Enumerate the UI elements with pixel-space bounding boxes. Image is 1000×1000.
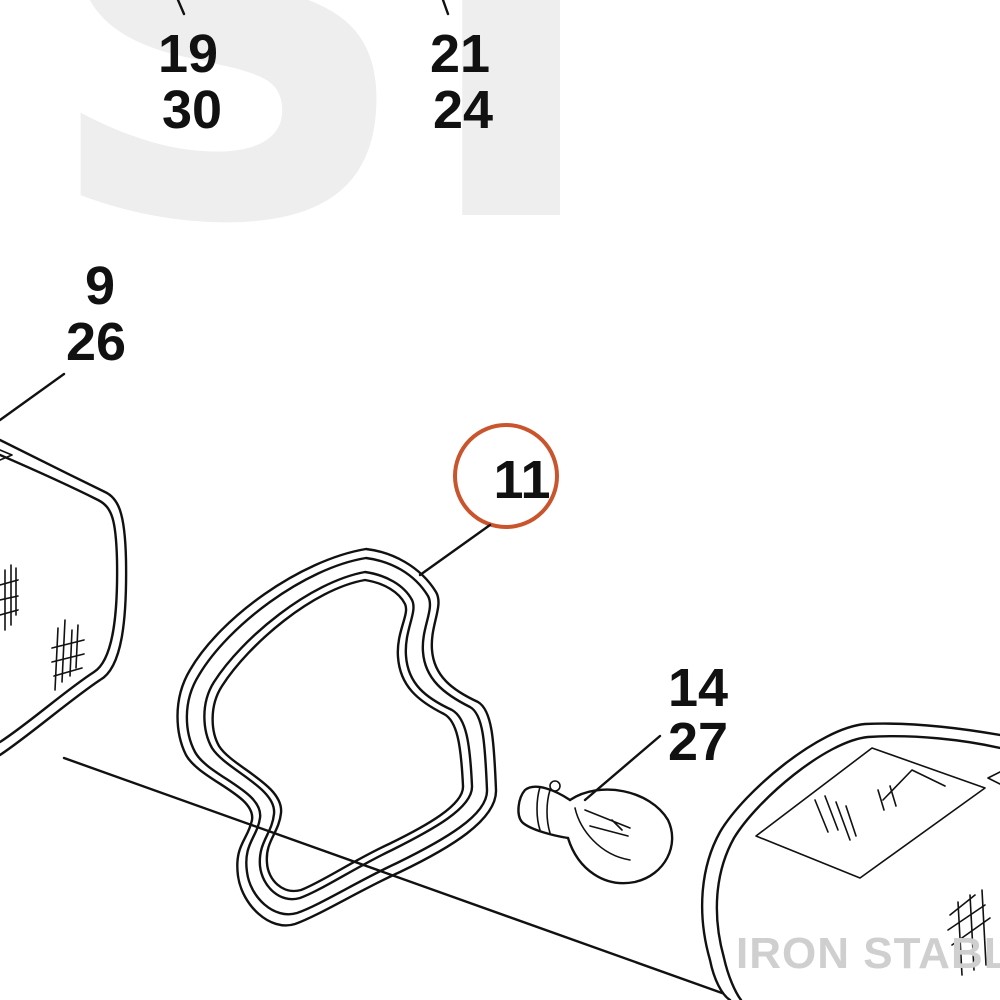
callout-27: 27 [668,712,728,772]
brand-watermark: IRON STABLE [736,929,1000,978]
leader-line-9 [0,372,66,422]
callout-11: 11 [493,450,550,510]
leader-line-11 [418,523,492,577]
callout-30: 30 [162,80,222,140]
left-lens-housing [0,438,128,757]
background-watermark: SI [40,0,608,338]
left-lens-hatching [0,564,85,691]
callout-14: 14 [668,658,728,718]
lens-gasket [176,547,498,927]
callout-24: 24 [433,80,493,140]
callout-9: 9 [85,256,115,316]
right-lens-hatching [814,785,991,976]
leader-line-21 [441,0,450,16]
right-lens-housing [700,722,1000,1000]
callout-26: 26 [66,312,126,372]
leader-line-19 [176,0,186,16]
callout-21: 21 [430,24,490,84]
light-bulb [517,780,674,885]
highlight-ring [453,423,559,529]
callout-19: 19 [158,24,218,84]
